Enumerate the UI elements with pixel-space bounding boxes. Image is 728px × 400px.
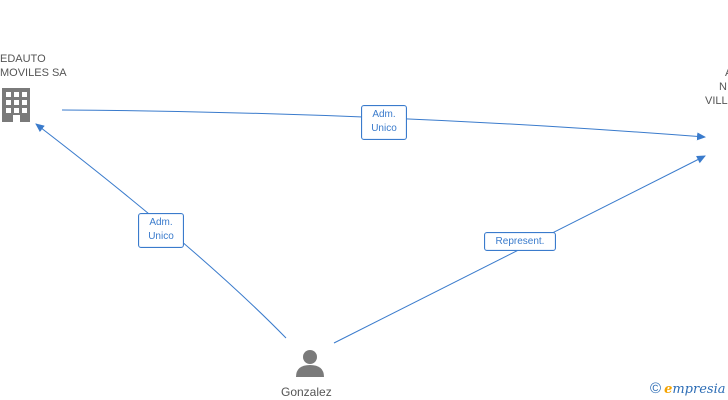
- edge-label-adm-unico-top: Adm. Unico: [361, 105, 407, 140]
- company-right-name-line3: VILL: [705, 95, 728, 107]
- edge-label-line1: Adm.: [372, 109, 396, 120]
- brand-name: mpresia: [672, 382, 726, 397]
- company-left-name-line1: EDAUTO: [0, 53, 46, 65]
- company-left-label[interactable]: EDAUTO MOVILES SA: [0, 52, 67, 80]
- company-right-label[interactable]: A N VILL: [700, 66, 728, 108]
- edge-label-line2: Unico: [371, 123, 397, 134]
- company-right-name-line2: N: [719, 81, 727, 93]
- edge-label-represent: Represent.: [484, 232, 556, 251]
- edge-label-adm-unico-left: Adm. Unico: [138, 213, 184, 248]
- company-left-name-line2: MOVILES SA: [0, 67, 67, 79]
- empresia-watermark: ©empresia: [650, 380, 725, 397]
- brand-initial: e: [664, 382, 673, 397]
- edge-label-line1: Represent.: [495, 236, 545, 247]
- company-right-name-line1: A: [700, 66, 728, 80]
- copyright-symbol: ©: [650, 380, 662, 397]
- person-icon[interactable]: [296, 350, 324, 377]
- edge-label-line1: Adm.: [149, 217, 173, 228]
- person-name[interactable]: Gonzalez: [281, 385, 332, 399]
- edge-label-line2: Unico: [148, 231, 174, 242]
- building-icon[interactable]: [2, 88, 30, 122]
